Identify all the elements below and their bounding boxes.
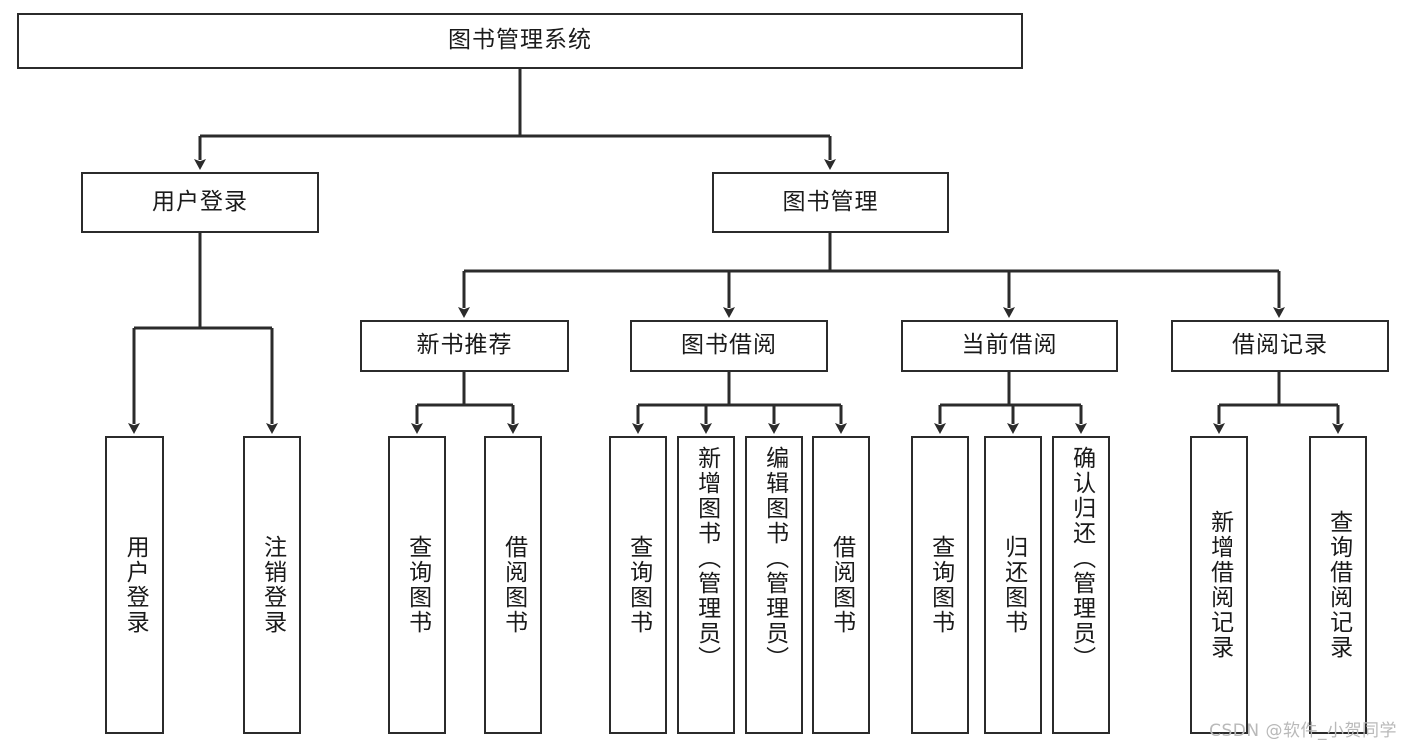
node-label: 查询图书 bbox=[625, 535, 652, 635]
newbooks-to-leaves-edges bbox=[411, 372, 519, 434]
leaf-node[interactable]: 借阅图书 bbox=[812, 436, 870, 734]
node-current-borrow[interactable]: 当前借阅 bbox=[901, 320, 1118, 372]
node-label: 用户登录 bbox=[122, 535, 149, 635]
leaf-node[interactable]: 新增借阅记录 bbox=[1190, 436, 1248, 734]
leaf-node[interactable]: 查询图书 bbox=[911, 436, 969, 734]
node-label: 查询图书 bbox=[927, 535, 954, 635]
level2-login-to-leaves-edges bbox=[128, 233, 278, 434]
node-label: 新书推荐 bbox=[416, 332, 513, 359]
node-label: 查询图书 bbox=[404, 535, 431, 635]
leaf-node[interactable]: 编辑图书（管理员） bbox=[745, 436, 803, 734]
node-label: 当前借阅 bbox=[961, 332, 1058, 359]
borrowbooks-to-leaves-edges bbox=[632, 372, 847, 434]
leaf-node[interactable]: 用户登录 bbox=[105, 436, 164, 734]
node-label: 编辑图书（管理员） bbox=[761, 446, 788, 671]
node-label: 确认归还（管理员） bbox=[1068, 446, 1095, 671]
node-book-borrow[interactable]: 图书借阅 bbox=[630, 320, 828, 372]
node-label: 用户登录 bbox=[152, 188, 248, 215]
node-label: 借阅图书 bbox=[500, 535, 527, 635]
watermark: CSDN @软件_小贺同学 bbox=[1209, 721, 1397, 741]
level2-booksmgmt-to-level3-edges bbox=[458, 233, 1285, 318]
leaf-node[interactable]: 确认归还（管理员） bbox=[1052, 436, 1110, 734]
node-new-book-recommend[interactable]: 新书推荐 bbox=[360, 320, 569, 372]
node-label: 注销登录 bbox=[259, 535, 286, 635]
node-book-management[interactable]: 图书管理 bbox=[712, 172, 949, 233]
node-label: 图书管理系统 bbox=[448, 27, 592, 54]
leaf-node[interactable]: 新增图书（管理员） bbox=[677, 436, 735, 734]
leaf-node[interactable]: 借阅图书 bbox=[484, 436, 542, 734]
leaf-node[interactable]: 注销登录 bbox=[243, 436, 301, 734]
root-to-level2-edges bbox=[194, 69, 836, 170]
node-label: 图书借阅 bbox=[681, 332, 777, 359]
node-root-library-system[interactable]: 图书管理系统 bbox=[17, 13, 1023, 69]
leaf-node[interactable]: 查询图书 bbox=[388, 436, 446, 734]
node-borrow-records[interactable]: 借阅记录 bbox=[1171, 320, 1389, 372]
node-label: 查询借阅记录 bbox=[1325, 510, 1352, 660]
node-label: 归还图书 bbox=[1000, 535, 1027, 635]
leaf-node[interactable]: 归还图书 bbox=[984, 436, 1042, 734]
node-label: 新增图书（管理员） bbox=[693, 446, 720, 671]
node-label: 借阅图书 bbox=[828, 535, 855, 635]
node-label: 新增借阅记录 bbox=[1206, 510, 1233, 660]
leaf-node[interactable]: 查询借阅记录 bbox=[1309, 436, 1367, 734]
node-user-login[interactable]: 用户登录 bbox=[81, 172, 319, 233]
node-label: 图书管理 bbox=[782, 188, 879, 215]
node-label: 借阅记录 bbox=[1232, 332, 1328, 359]
currentborrow-to-leaves-edges bbox=[934, 372, 1087, 434]
leaf-node[interactable]: 查询图书 bbox=[609, 436, 667, 734]
borrowrecords-to-leaves-edges bbox=[1213, 372, 1344, 434]
